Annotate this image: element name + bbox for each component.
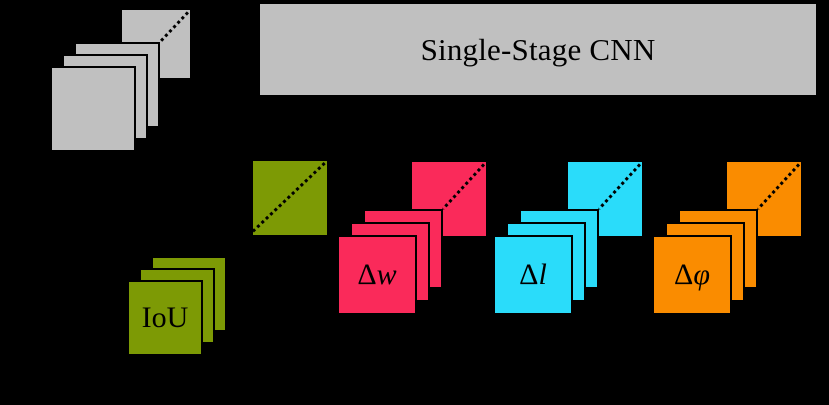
single-stage-cnn-box: Single-Stage CNN [258, 2, 818, 97]
delta-l-front-plate [493, 235, 573, 315]
iou-front-plate [127, 280, 203, 356]
delta-w-front-plate [337, 235, 417, 315]
input-feature-front-plate [50, 66, 136, 152]
single-stage-cnn-label: Single-Stage CNN [420, 32, 656, 67]
delta-phi-front-plate [652, 235, 732, 315]
